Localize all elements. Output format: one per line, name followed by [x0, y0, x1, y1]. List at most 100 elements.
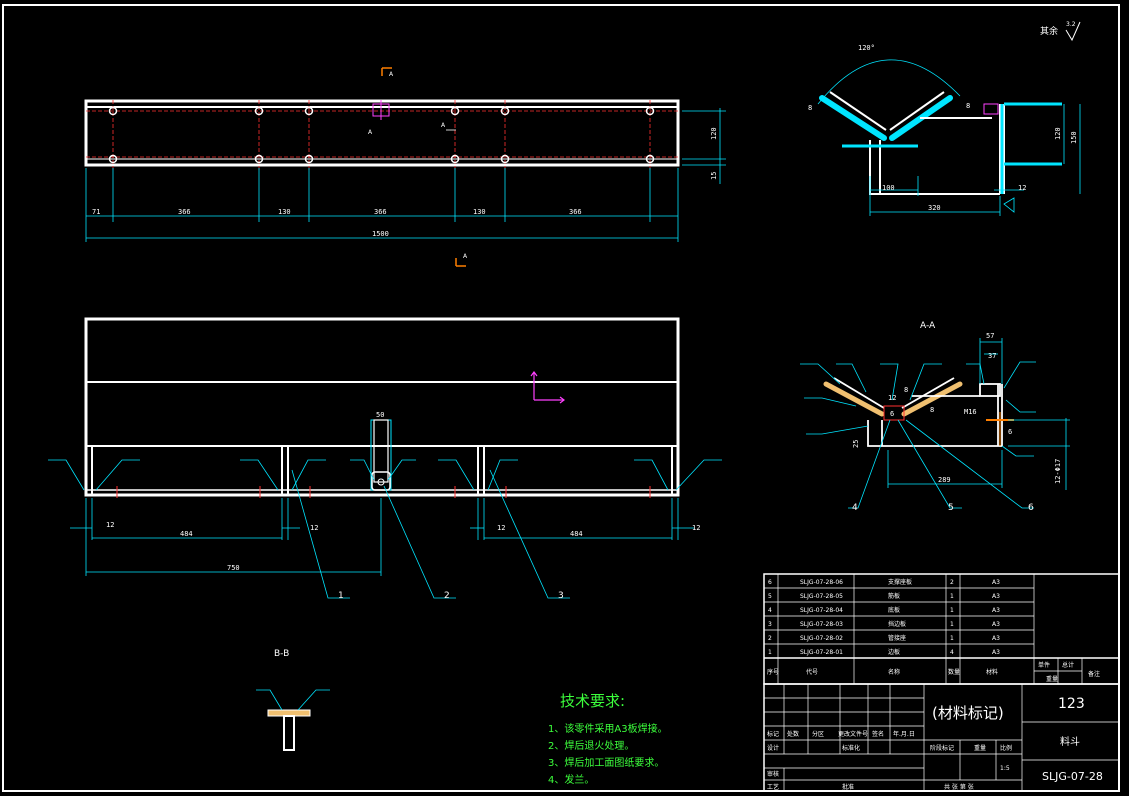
bom-cell-name: 支撑座板 — [888, 578, 912, 586]
dim-side-8b: 8 — [966, 102, 970, 110]
front-view: A A A A 71 366 130 366 130 366 — [84, 67, 726, 267]
roughness-label: 其余 — [1040, 25, 1058, 37]
dim-484-a: 484 — [180, 530, 193, 538]
tech-item-3: 3、焊后加工面图纸要求。 — [548, 756, 664, 769]
tb-count: 处数 — [787, 730, 799, 738]
dim-aa-289: 289 — [938, 476, 951, 484]
dim-12-c: 12 — [497, 524, 505, 532]
dim-aa-8a: 8 — [904, 386, 908, 394]
part-name: 料斗 — [1060, 735, 1080, 748]
dim-130-a: 130 — [278, 208, 291, 216]
tech-requirements: 技术要求: 1、该零件采用A3板焊接。 2、焊后退火处理。 3、焊后加工面图纸要… — [548, 692, 668, 786]
tech-title: 技术要求: — [560, 692, 625, 710]
dim-50: 50 — [376, 411, 384, 419]
dim-120: 120 — [710, 127, 718, 140]
dim-484-b: 484 — [570, 530, 583, 538]
dim-aa-37: 37 — [988, 352, 996, 360]
tb-weight: 重量 — [974, 744, 986, 752]
bottom-view-outline — [84, 317, 680, 497]
section-aa: A-A — [800, 321, 1070, 513]
dim-aa-25: 25 — [852, 440, 860, 448]
side-view: 120° — [808, 44, 1081, 216]
tb-ratio: 比例 — [1000, 744, 1012, 752]
tb-stage: 阶段标记 — [930, 744, 954, 752]
callout-2: 2 — [444, 591, 450, 601]
tb-design: 设计 — [767, 744, 779, 752]
dim-side-120: 120 — [1054, 127, 1062, 140]
tb-change: 更改文件号 — [838, 730, 868, 738]
dim-12-a: 12 — [106, 521, 114, 529]
dim-side-12: 12 — [1018, 184, 1026, 192]
bom-cell-no: 2 — [768, 635, 772, 642]
bom-header-qty: 数量 — [948, 668, 960, 676]
tb-zone: 分区 — [812, 730, 824, 738]
tb-sheets: 共 张 第 张 — [944, 783, 974, 791]
tech-item-2: 2、焊后退火处理。 — [548, 740, 634, 752]
center-mark-a: A — [368, 129, 373, 136]
bom-cell-name: 底板 — [888, 606, 900, 614]
callout-5: 5 — [948, 503, 954, 513]
dim-aa-m16: M16 — [964, 408, 977, 416]
dim-aa-holes: 12-Φ17 — [1054, 459, 1062, 484]
callout-4: 4 — [852, 503, 858, 513]
bom-cell-no: 5 — [768, 593, 772, 600]
bom-cell-qty: 1 — [950, 635, 954, 642]
bom-header: 序号 代号 名称 数量 材料 单件 总计 重量 备注 — [767, 661, 1100, 683]
bom-header-total: 总计 — [1062, 661, 1074, 669]
dim-12-b: 12 — [310, 524, 318, 532]
front-view-outline — [84, 99, 680, 167]
drawing-border — [2, 4, 1120, 792]
bom-cell-code: SLJG-07-28-04 — [800, 607, 843, 614]
dim-1500: 1500 — [372, 230, 389, 238]
bom-cell-mat: A3 — [992, 649, 1000, 656]
bom-header-unit: 单件 — [1038, 661, 1050, 669]
bom-cell-mat: A3 — [992, 607, 1000, 614]
section-bb: B-B — [256, 649, 330, 751]
bom-cell-mat: A3 — [992, 635, 1000, 642]
bom-cell-qty: 2 — [950, 579, 954, 586]
roughness-value: 3.2 — [1066, 21, 1076, 28]
bottom-view: 50 — [48, 317, 722, 601]
tb-std: 标准化 — [842, 744, 860, 752]
section-aa-title: A-A — [920, 321, 936, 331]
dim-side-150: 150 — [1070, 131, 1078, 144]
title-block-text: (材料标记) 123 料斗 SLJG-07-28 1:5 标记 处数 分区 更改… — [767, 696, 1103, 791]
dim-366-a: 366 — [178, 208, 191, 216]
tb-mark: 标记 — [767, 730, 779, 738]
bom-header-mat: 材料 — [986, 668, 998, 676]
dim-aa-12: 12 — [888, 394, 896, 402]
bom-cell-mat: A3 — [992, 593, 1000, 600]
ucs-icon — [530, 371, 565, 404]
dim-15: 15 — [710, 172, 718, 180]
callout-6: 6 — [1028, 503, 1034, 513]
bom-cell-code: SLJG-07-28-02 — [800, 635, 843, 642]
bom-cell-code: SLJG-07-28-01 — [800, 649, 843, 656]
tb-sign: 签名 — [872, 730, 884, 738]
dim-366-b: 366 — [374, 208, 387, 216]
bom-cell-name: 管接座 — [888, 634, 906, 642]
dim-aa-8b: 8 — [930, 406, 934, 414]
dim-side-8a: 8 — [808, 104, 812, 112]
tech-item-1: 1、该零件采用A3板焊接。 — [548, 722, 668, 735]
bom-cell-mat: A3 — [992, 621, 1000, 628]
angle-120: 120° — [858, 44, 875, 52]
dim-750: 750 — [227, 564, 240, 572]
bom-cell-no: 6 — [768, 579, 772, 586]
bom-cell-no: 1 — [768, 649, 772, 656]
tb-approve: 批准 — [842, 783, 854, 791]
section-bb-title: B-B — [274, 649, 289, 659]
dim-aa-6a: 6 — [890, 410, 894, 418]
bom-cell-code: SLJG-07-28-06 — [800, 579, 843, 586]
roughness-symbol: 其余 3.2 — [1040, 21, 1081, 42]
bom-cell-qty: 1 — [950, 621, 954, 628]
callout-3: 3 — [558, 591, 564, 601]
bom-cell-mat: A3 — [992, 579, 1000, 586]
bom-header-weight: 重量 — [1046, 675, 1058, 683]
scale-value: 1:5 — [1000, 765, 1010, 772]
section-a-top: A — [389, 71, 394, 78]
bom-table — [763, 573, 1120, 685]
dim-side-320: 320 — [928, 204, 941, 212]
bom-cell-code: SLJG-07-28-05 — [800, 593, 843, 600]
